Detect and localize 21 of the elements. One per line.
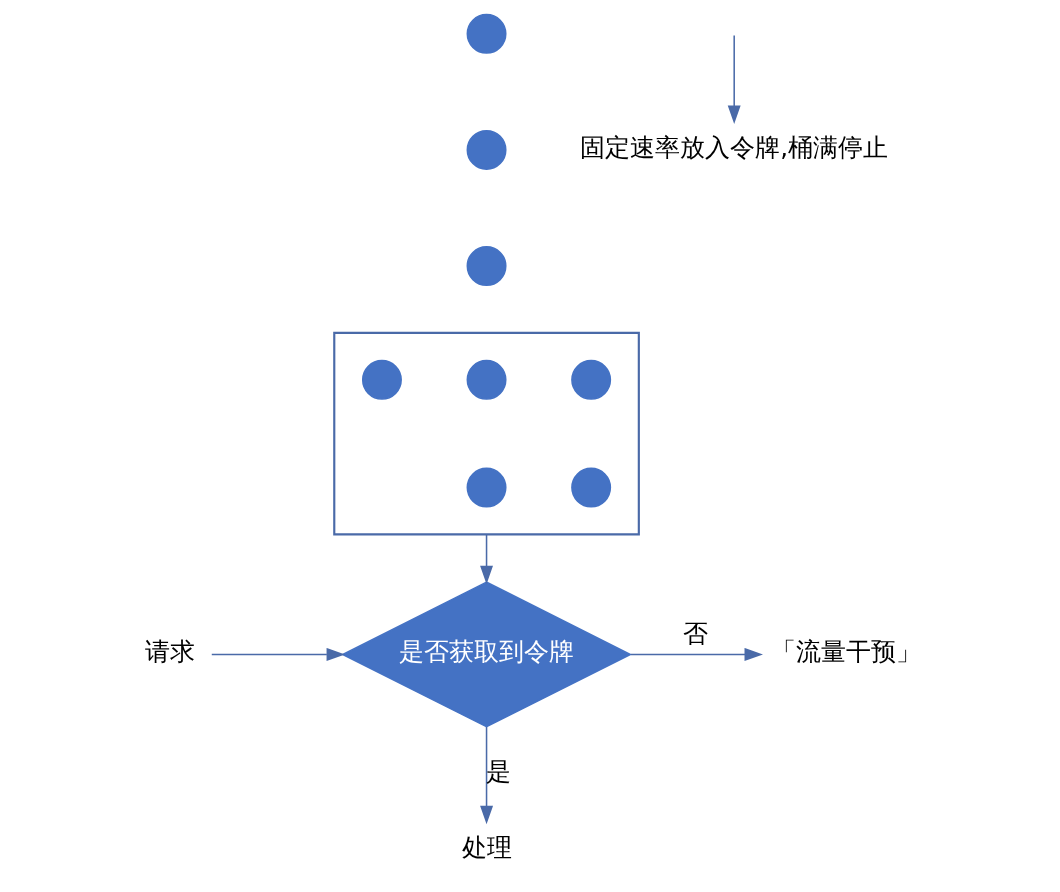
node-circle [571,359,612,400]
arrow [480,533,493,585]
node-circle [466,359,507,400]
cluster [333,331,640,536]
node-circle [361,359,402,400]
edge-label: 否 [683,618,709,648]
node-circle [466,246,507,287]
node-text: 「流量干预」 [771,637,922,667]
node-circle [466,13,507,54]
node-circle [571,467,612,508]
edge-label: 是 [486,757,512,787]
node-circle [466,129,507,170]
node-text: 固定速率放入令牌,桶满停止 [580,132,889,162]
arrow [727,34,741,125]
node-diamond: 是否获取到令牌 [341,581,633,728]
node-circle [466,467,507,508]
arrow [211,647,346,661]
node-text: 处理 [461,832,512,862]
node-text: 请求 [144,637,195,667]
arrow [630,647,763,661]
arrow [480,726,493,825]
